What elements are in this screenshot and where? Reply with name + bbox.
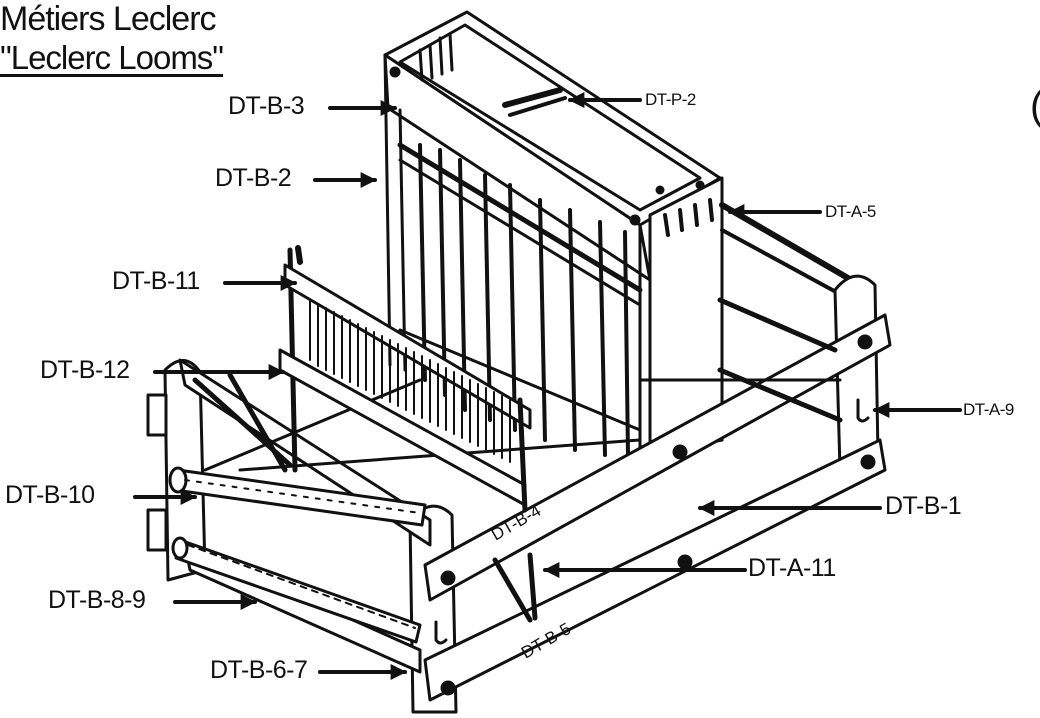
label-dt-a-9: DT-A-9 [963,400,1014,419]
label-dt-a-5: DT-A-5 [825,202,876,221]
label-dt-b-8-9: DT-B-8-9 [48,586,146,614]
label-dt-p-2: DT-P-2 [645,90,696,109]
label-dt-a-11: DT-A-11 [748,554,836,582]
brand-bracket-glyph: ( [1030,86,1040,126]
label-dt-b-2: DT-B-2 [215,164,292,192]
rollers [146,393,427,644]
label-dt-b-10: DT-B-10 [5,481,95,509]
callout-arrows [133,92,962,680]
castle-frame [383,10,863,462]
brand-subtitle: "Leclerc Looms" [0,39,224,76]
label-dt-b-6-7: DT-B-6-7 [210,656,308,684]
label-dt-b-11: DT-B-11 [112,267,200,295]
brand-title: Métiers Leclerc [0,0,217,38]
label-dt-b-1: DT-B-1 [885,492,962,520]
label-dt-b-12: DT-B-12 [40,356,130,384]
label-dt-b-3: DT-B-3 [228,92,305,120]
